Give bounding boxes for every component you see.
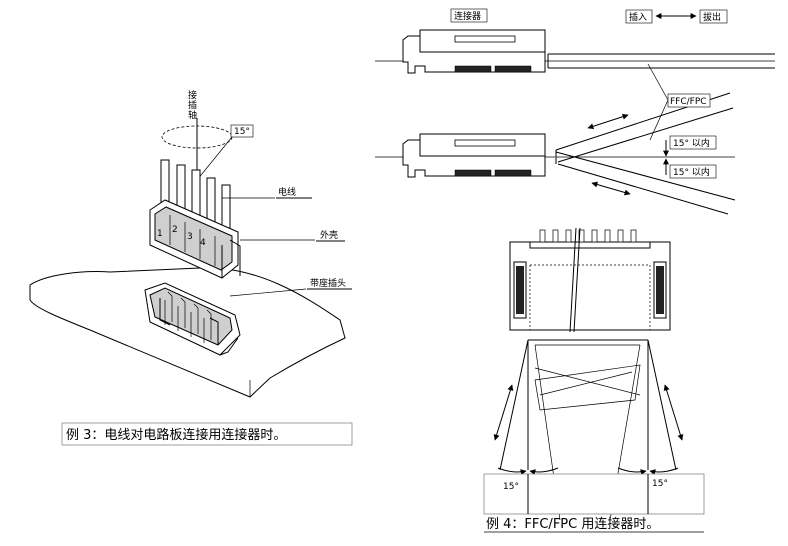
connector-side-bottom bbox=[402, 133, 546, 178]
housing-label: 外壳 bbox=[320, 229, 338, 241]
connector-top-view bbox=[509, 227, 671, 333]
angle-left-label: 15° bbox=[503, 482, 519, 492]
axis-label-char-2: 插 bbox=[188, 99, 197, 111]
ex4-caption: 例 4：FFC/FPC 用连接器时。 bbox=[486, 516, 659, 532]
angle-right-label: 15° bbox=[652, 479, 668, 489]
ex4-base-box bbox=[483, 473, 705, 515]
connector-side-top bbox=[402, 29, 546, 74]
pin-number-1: 1 bbox=[157, 229, 163, 239]
pin-number-2: 2 bbox=[172, 225, 178, 235]
connector-label: 连接器 bbox=[454, 10, 481, 22]
example3-diagram: 接 插 轴 15° 1 2 3 4 电线 外壳 bbox=[29, 89, 353, 446]
within15-lower: 15° 以内 bbox=[673, 166, 710, 178]
header-label: 带座插头 bbox=[310, 277, 346, 289]
axis-label-char-3: 轴 bbox=[188, 109, 197, 121]
example4-diagram: 连接器 插入 拔出 bbox=[375, 8, 775, 533]
insert-label: 插入 bbox=[629, 11, 647, 23]
ex3-caption-box bbox=[61, 422, 353, 446]
ex3-caption: 例 3：电线对电路板连接用连接器时。 bbox=[66, 427, 286, 443]
board-header bbox=[144, 282, 241, 356]
within15-upper: 15° 以内 bbox=[673, 137, 710, 149]
ex3-angle-label: 15° bbox=[234, 127, 250, 137]
axis-label-char-1: 接 bbox=[188, 89, 197, 101]
pin-number-3: 3 bbox=[187, 232, 193, 242]
wire-label: 电线 bbox=[278, 186, 296, 198]
ffc-label: FFC/FPC bbox=[670, 97, 707, 107]
pin-number-4: 4 bbox=[200, 238, 206, 248]
connector-housing bbox=[149, 199, 241, 279]
remove-label: 拔出 bbox=[703, 11, 721, 23]
